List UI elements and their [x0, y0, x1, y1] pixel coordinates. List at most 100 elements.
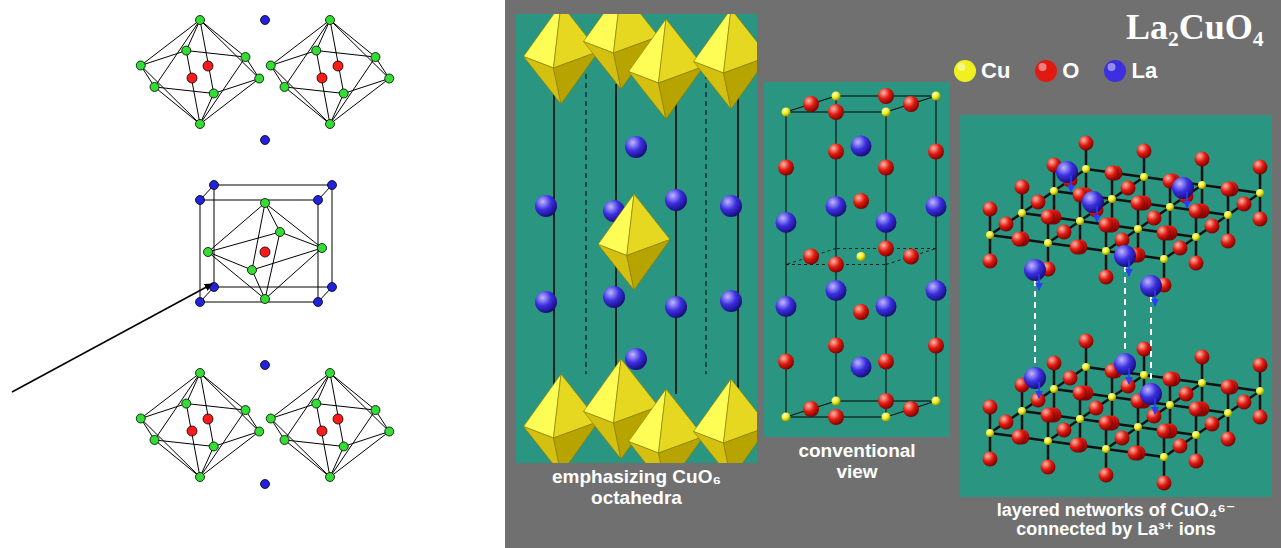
shift-arrow — [1038, 382, 1040, 398]
oxygen-sphere — [803, 96, 819, 112]
copper-sphere — [1140, 173, 1148, 181]
structure-group — [983, 136, 1268, 491]
copper-sphere — [1198, 181, 1206, 189]
oxygen-sphere — [1179, 387, 1194, 402]
lanthanum-sphere — [1114, 353, 1136, 375]
oxygen-sphere — [1031, 393, 1046, 408]
oxygen-sphere — [928, 337, 944, 353]
title: La₂CuO₄ — [1126, 6, 1264, 48]
octahedron-edge — [208, 252, 265, 299]
copper-sphere — [1192, 431, 1200, 439]
stacking-line — [1150, 296, 1152, 380]
cell-line — [553, 84, 555, 394]
lanthanum-sphere — [826, 196, 847, 217]
octahedron-edge — [271, 404, 316, 419]
bond-stick — [990, 411, 1022, 433]
oxygen-dot — [255, 427, 264, 436]
lanthanum-sphere — [1056, 161, 1078, 183]
oxygen-sphere — [1189, 204, 1204, 219]
octahedron-edge — [186, 51, 245, 58]
octahedron-edge — [316, 51, 375, 58]
copper-sphere — [782, 413, 791, 422]
octahedron-edge — [208, 252, 252, 270]
oxygen-sphere — [903, 401, 919, 417]
octahedron-edge — [200, 20, 259, 79]
lanthanum-sphere — [535, 291, 557, 313]
octahedron-edge — [285, 440, 330, 477]
octahedron-face — [694, 62, 732, 110]
copper-sphere — [1160, 255, 1168, 263]
sphere-highlight — [1108, 63, 1116, 71]
oxygen-sphere — [828, 144, 844, 160]
legend-item: La — [1103, 58, 1157, 84]
shift-arrow — [1186, 192, 1188, 208]
oxygen-sphere — [903, 96, 919, 112]
panel-caption: conventional view — [782, 437, 932, 482]
oxygen-sphere — [1057, 423, 1072, 438]
wireframe-drawing — [12, 16, 394, 489]
lanthanum-sphere — [1140, 383, 1162, 405]
octahedron-edge — [271, 418, 330, 477]
shift-arrow — [1070, 176, 1072, 192]
octahedron-edge — [330, 373, 389, 432]
octahedron-face — [584, 412, 622, 460]
structure-panel: layered networks of CuO₄⁶⁻ connected by … — [960, 115, 1272, 540]
octahedron-edge — [186, 404, 245, 411]
lanthanum-sphere — [1024, 367, 1046, 389]
copper-sphere — [1082, 363, 1090, 371]
oxygen-sphere — [1128, 446, 1143, 461]
legend-text: Cu — [981, 58, 1010, 84]
octahedron-edge — [200, 93, 214, 124]
octahedron-edge — [330, 432, 389, 477]
oxygen-sphere — [1157, 424, 1172, 439]
copper-sphere — [1018, 407, 1026, 415]
copper-sphere — [1134, 423, 1142, 431]
oxygen-sphere — [1063, 371, 1078, 386]
lanthanum-dot — [261, 16, 270, 25]
lanthanum-sphere — [851, 356, 872, 377]
oxygen-dot — [339, 442, 348, 451]
copper-sphere — [1018, 209, 1026, 217]
octahedron-edge — [330, 446, 344, 477]
oxygen-sphere — [1121, 181, 1136, 196]
octahedron-edge — [344, 432, 389, 447]
lanthanum-sphere — [876, 296, 897, 317]
stacking-line — [1034, 280, 1036, 364]
oxygen-sphere — [1012, 232, 1027, 247]
lanthanum-sphere — [1082, 191, 1104, 213]
shift-arrow — [1128, 260, 1130, 276]
oxygen-sphere — [983, 400, 998, 415]
copper-dot — [317, 426, 327, 436]
oxygen-sphere — [983, 254, 998, 269]
oxygen-sphere — [1221, 380, 1236, 395]
octahedron-edge — [200, 20, 245, 57]
sphere-highlight — [958, 63, 966, 71]
copper-sphere — [1102, 445, 1110, 453]
oxygen-dot — [266, 61, 275, 70]
copper-sphere — [1102, 247, 1110, 255]
cell-edge — [214, 185, 215, 287]
oxygen-sphere — [1073, 386, 1088, 401]
octahedron-edge — [330, 373, 344, 446]
sphere-highlight — [1039, 63, 1047, 71]
oxygen-dot — [280, 82, 289, 91]
copper-sphere — [1108, 393, 1116, 401]
lanthanum-sphere — [776, 296, 797, 317]
octahedron-edge — [155, 87, 200, 124]
lanthanum-dot — [314, 298, 323, 307]
octahedron-face — [629, 72, 667, 120]
oxygen-sphere — [983, 202, 998, 217]
lanthanum-dot — [261, 361, 270, 370]
cell-line — [675, 84, 677, 394]
copper-sphere — [1044, 437, 1052, 445]
oxygen-dot — [312, 399, 321, 408]
octahedron-edge — [265, 203, 322, 248]
stacking-line — [1124, 266, 1126, 350]
copper-dot — [203, 61, 213, 71]
copper-sphere — [986, 429, 994, 437]
copper-dot — [333, 61, 343, 71]
octahedron-edge — [330, 20, 375, 57]
cell-line — [706, 74, 707, 374]
oxygen-dot — [182, 399, 191, 408]
lanthanum-dot — [261, 136, 270, 145]
